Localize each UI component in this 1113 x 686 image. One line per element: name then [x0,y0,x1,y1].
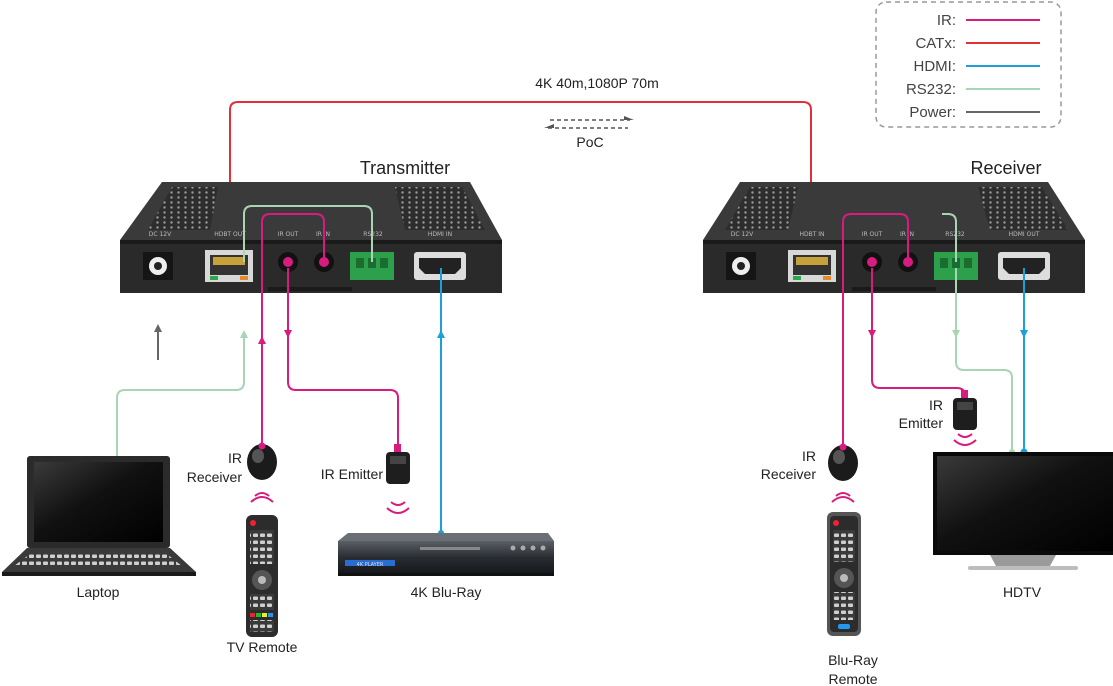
legend-hdmi-label: HDMI: [914,58,957,75]
tx-ir-emitter-cable [287,334,399,446]
rx-port-label-dc: DC 12V [731,231,754,238]
bluray-remote-label-1: Blu-Ray [828,652,878,668]
tx-ir-emitter-waves [386,501,410,514]
legend-frame [875,1,1062,128]
bluray-label: 4K Blu-Ray [411,584,482,600]
bluray-remote-icon [827,512,861,636]
tx-port-label-hdbt: HDBT OUT [214,231,246,238]
rx-ir-receiver-label-2: Receiver [761,466,817,482]
poc-label: PoC [576,134,603,150]
legend-rs232-label: RS232: [906,81,956,98]
bluray-player-icon: 4K PLAYER [338,533,554,576]
rx-ir-emitter-icon [953,390,977,430]
remote-icon [246,515,278,637]
legend-power-label: Power: [909,104,956,121]
rx-ir-receiver-icon [828,443,858,481]
bluray-remote-label-2: Remote [828,671,877,686]
rx-ir-emitter-cable [871,334,966,398]
rx-port-label-hdbt: HDBT IN [799,231,824,238]
transmitter-title: Transmitter [360,158,450,178]
tx-ir-receiver-label-2: Receiver [187,469,243,485]
catx-cable [229,101,812,258]
laptop-rs232-cable [116,330,248,458]
ir-receiver-icon [247,442,277,480]
legend-catx-label: CATx: [915,35,956,52]
link-distance-label: 4K 40m,1080P 70m [535,75,659,91]
hdtv-label: HDTV [1003,584,1042,600]
rx-ir-signal-waves [831,492,855,503]
tx-ir-receiver-cable [261,213,325,340]
rx-port-label-hdmi: HDMI OUT [1009,231,1040,238]
rx-rs232-tv-cable [955,334,1013,452]
tx-port-label-hdmi: HDMI IN [428,231,452,238]
laptop-label: Laptop [77,584,120,600]
rx-ir-receiver-label-1: IR [802,448,816,464]
tx-port-label-irout: IR OUT [278,231,299,238]
rx-ir-emitter-label-1: IR [929,397,943,413]
poc-arrows [544,116,634,129]
tx-rs232-loop [243,205,373,262]
rx-ir-receiver-cable [842,213,909,446]
ir-emitter-icon [386,444,410,484]
laptop-icon [2,456,196,576]
receiver-title: Receiver [970,158,1041,178]
tx-ir-signal-waves [250,492,274,503]
tx-ir-receiver-label-1: IR [228,450,242,466]
rx-port-label-irout: IR OUT [862,231,883,238]
tx-ir-emitter-label: IR Emitter [321,466,384,482]
rx-ir-emitter-waves [953,433,977,446]
legend-ir-label: IR: [937,12,956,29]
transmitter-box: DC 12V HDBT OUT IR OUT IR IN RS232 HDMI … [120,182,502,293]
rx-ir-emitter-label-2: Emitter [899,415,944,431]
legend: IR: CATx: HDMI: RS232: Power: [875,1,1062,128]
tv-icon [933,452,1113,570]
rx-rs232-top [942,213,957,262]
receiver-box: DC 12V HDBT IN IR OUT IR IN RS232 HDMI O… [703,182,1085,293]
tx-port-label-rs232: RS232 [363,231,383,238]
tx-port-label-dc: DC 12V [149,231,172,238]
tv-remote-label: TV Remote [227,639,298,655]
player-brand: 4K PLAYER [357,562,384,568]
